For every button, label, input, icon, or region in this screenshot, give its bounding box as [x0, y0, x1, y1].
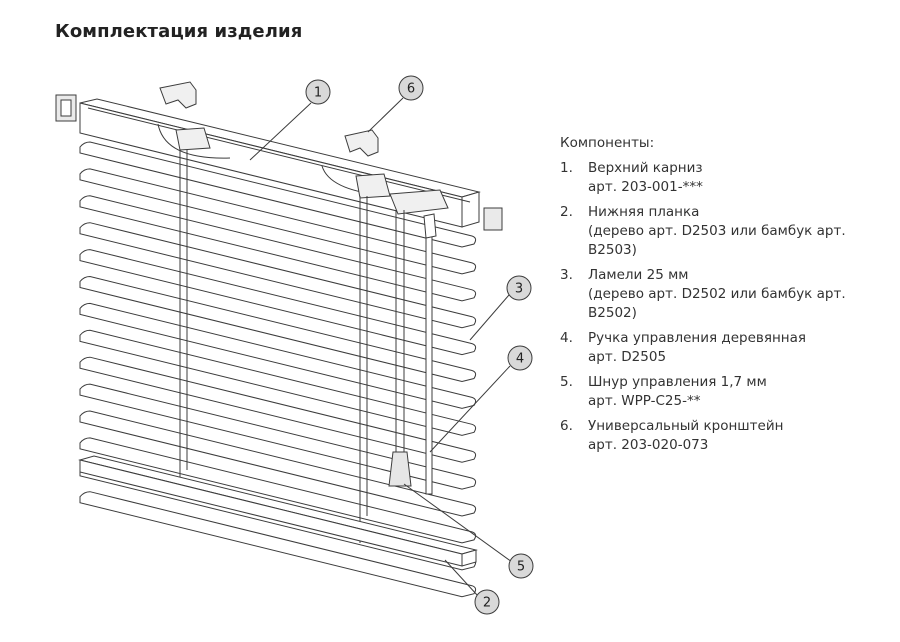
component-article-cont: B2503)	[588, 242, 637, 258]
components-list: 1. Верхний карниз арт. 203-001-*** 2. Ни…	[560, 159, 846, 455]
tilt-mechanism	[389, 189, 449, 215]
control-wand	[423, 213, 437, 495]
component-article: арт. 203-020-073	[588, 437, 709, 453]
slat	[79, 491, 477, 598]
component-number: 3.	[560, 267, 573, 283]
component-number: 4.	[560, 330, 573, 346]
component-name: Нижняя планка	[588, 204, 700, 220]
slat	[79, 356, 477, 463]
component-number: 6.	[560, 418, 573, 434]
leader-1	[249, 102, 312, 161]
cord-tassel	[388, 451, 412, 487]
callout-label: 5	[517, 560, 525, 575]
component-item: 6. Универсальный кронштейн арт. 203-020-…	[560, 417, 846, 455]
slat	[79, 383, 477, 490]
clip-left	[175, 127, 211, 151]
component-article: (дерево арт. D2502 или бамбук арт.	[588, 286, 846, 302]
callout-circle	[398, 75, 424, 101]
component-name: Ручка управления деревянная	[588, 330, 807, 346]
component-item: 4. Ручка управления деревянная арт. D250…	[560, 329, 846, 367]
slat	[79, 329, 477, 436]
headrail-end	[461, 191, 480, 228]
bracket-right	[344, 129, 379, 157]
leader-lines	[249, 97, 513, 597]
slat	[79, 141, 477, 248]
bottom-rail	[78, 455, 478, 567]
callout-1: 1	[305, 79, 331, 105]
callout-4: 4	[507, 345, 533, 371]
callout-circle	[506, 275, 532, 301]
callout-5: 5	[508, 553, 534, 579]
callout-circle	[508, 553, 534, 579]
component-item: 2. Нижняя планка (дерево арт. D2503 или …	[560, 203, 846, 260]
component-article: арт. 203-001-***	[588, 179, 703, 195]
callout-6: 6	[398, 75, 424, 101]
leader-4	[429, 365, 511, 453]
component-name: Шнур управления 1,7 мм	[588, 374, 767, 390]
leader-6	[367, 97, 404, 133]
callout-2: 2	[474, 589, 500, 615]
component-article: арт. WPP-C25-**	[588, 393, 701, 409]
clip-right	[355, 173, 391, 199]
leader-2	[444, 559, 479, 597]
bracket-left	[159, 81, 197, 109]
ladder-strings	[179, 150, 368, 543]
callout-label: 4	[516, 352, 524, 367]
bottom-rail-end	[461, 549, 477, 567]
component-number: 5.	[560, 374, 573, 390]
callout-label: 6	[407, 82, 415, 97]
component-article: арт. D2505	[588, 349, 667, 365]
component-item: 5. Шнур управления 1,7 мм арт. WPP-C25-*…	[560, 373, 846, 411]
component-article: (дерево арт. D2503 или бамбук арт.	[588, 223, 846, 239]
headrail-lip	[87, 107, 471, 203]
callout-circle	[305, 79, 331, 105]
component-item: 1. Верхний карниз арт. 203-001-***	[560, 159, 846, 197]
control-cord	[388, 210, 412, 487]
component-item: 3. Ламели 25 мм (дерево арт. D2502 или б…	[560, 266, 846, 323]
leader-3	[469, 294, 510, 341]
callout-3: 3	[506, 275, 532, 301]
end-cap-right	[483, 207, 503, 231]
callout-label: 1	[314, 86, 322, 101]
component-name: Ламели 25 мм	[588, 267, 689, 283]
slat	[79, 222, 477, 329]
component-name: Верхний карниз	[588, 160, 703, 176]
component-name: Универсальный кронштейн	[588, 418, 784, 434]
callout-circle	[507, 345, 533, 371]
slat	[79, 249, 477, 356]
end-cap-left-inner	[60, 99, 72, 117]
component-article-cont: B2502)	[588, 305, 637, 321]
wand-rod	[425, 221, 433, 495]
component-number: 2.	[560, 204, 573, 220]
callout-label: 3	[515, 282, 523, 297]
components-legend: Компоненты: 1. Верхний карниз арт. 203-0…	[560, 134, 846, 461]
components-heading: Компоненты:	[560, 135, 655, 151]
leader-5	[403, 483, 513, 563]
component-number: 1.	[560, 160, 573, 176]
callout-circle	[474, 589, 500, 615]
slat	[79, 437, 477, 544]
page-title: Комплектация изделия	[55, 21, 303, 42]
slat	[79, 275, 477, 383]
wand-hook	[423, 213, 437, 239]
callout-label: 2	[483, 596, 491, 611]
slat	[79, 410, 477, 517]
slat	[79, 195, 477, 302]
brackets	[159, 81, 449, 215]
slat	[79, 168, 477, 275]
